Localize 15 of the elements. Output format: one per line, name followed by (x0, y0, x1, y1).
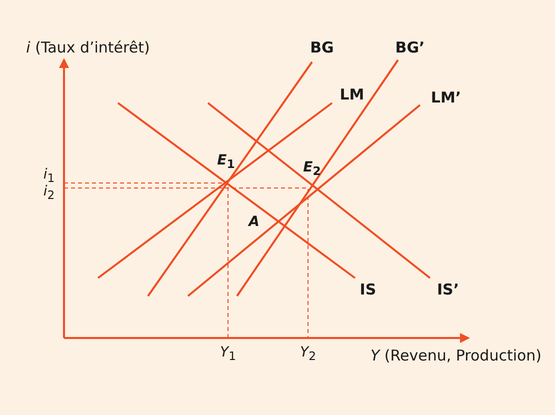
point-label: E$_{1}$ (217, 153, 235, 171)
point-label: A (248, 215, 260, 229)
curve-label: BG (310, 40, 334, 56)
curve-label: LM’ (430, 90, 462, 106)
axis-value-label: i$_{2}$ (43, 184, 55, 202)
axis-value-label: i$_{1}$ (43, 167, 55, 185)
curve-label: BG’ (395, 40, 425, 56)
curve-label: LM (340, 88, 364, 102)
curve-label: IS’ (436, 282, 460, 298)
axis-value-label: Y$_{1}$ (220, 345, 236, 363)
axis-title: Y (Revenu, Production) (370, 348, 542, 364)
axis-title: i (Taux d’intérêt) (26, 40, 150, 56)
point-label: E$_{2}$ (303, 160, 321, 178)
curve-label: IS (360, 282, 376, 298)
axis-value-label: Y$_{2}$ (300, 345, 316, 363)
